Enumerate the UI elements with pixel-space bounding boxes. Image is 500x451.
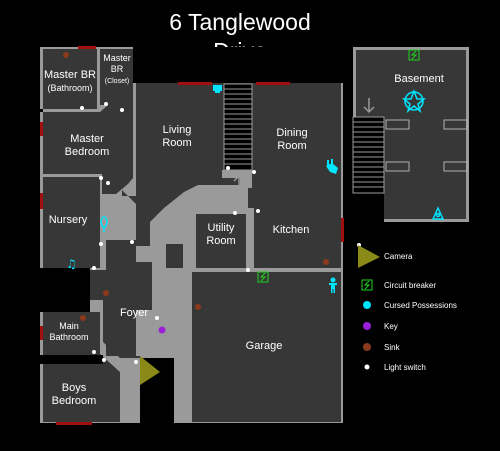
outside-gap-1 bbox=[40, 109, 43, 112]
room-label-main-bathroom: Main bbox=[59, 321, 79, 331]
room-label-kitchen: Kitchen bbox=[273, 224, 310, 236]
outside-gap-5 bbox=[40, 355, 103, 364]
light-switches bbox=[80, 102, 361, 364]
basement-shelves bbox=[385, 119, 468, 172]
hall-lower bbox=[103, 300, 140, 358]
room-label-foyer: Foyer bbox=[120, 307, 148, 319]
ouija-board-icon bbox=[431, 206, 445, 220]
outside-gap-6 bbox=[174, 423, 344, 451]
legend-label: Sink bbox=[384, 343, 401, 352]
sink-icon bbox=[63, 52, 69, 58]
legend-key-icon bbox=[363, 322, 371, 330]
room-label-master-br-closet: Master bbox=[103, 53, 131, 63]
legend-label: Camera bbox=[384, 252, 413, 261]
room-master-bedroom bbox=[43, 105, 133, 194]
legend-label: Light switch bbox=[384, 363, 426, 372]
room-living-room bbox=[122, 83, 240, 246]
room-main-bathroom bbox=[43, 312, 100, 355]
stairs-arrow-icon bbox=[233, 174, 245, 190]
room-label-boys-bedroom: Boys bbox=[62, 382, 87, 394]
room-label-basement: Basement bbox=[394, 73, 444, 85]
legend-light-switch-icon bbox=[364, 364, 370, 370]
room-label-master-br-bathroom: (Bathroom) bbox=[47, 83, 92, 93]
sink-icon bbox=[323, 259, 329, 265]
legend-cursed-possession-icon bbox=[363, 301, 371, 309]
doors bbox=[40, 46, 344, 425]
legend-label: Cursed Possessions bbox=[384, 301, 457, 310]
sink-icon bbox=[195, 304, 201, 310]
room-master-br-bathroom bbox=[43, 49, 97, 109]
room-labels: Master BR(Bathroom)MasterBR(Closet)Maste… bbox=[44, 53, 444, 407]
key-icon bbox=[158, 326, 166, 334]
room-label-dining-room: Dining bbox=[276, 127, 307, 139]
markers: ♫ bbox=[63, 49, 445, 385]
room-master-br-closet bbox=[100, 49, 133, 105]
room-label-living-room: Room bbox=[162, 137, 191, 149]
circuit-breaker-icon bbox=[408, 49, 420, 61]
summoning-circle-icon bbox=[401, 88, 427, 114]
basement bbox=[352, 47, 469, 223]
legend-label: Circuit breaker bbox=[384, 281, 436, 290]
outside-gap-2 bbox=[40, 268, 90, 312]
room-label-living-room: Living bbox=[163, 124, 192, 136]
room-kitchen bbox=[248, 188, 341, 268]
room-label-dining-room: Room bbox=[277, 140, 306, 152]
sink-icon bbox=[103, 290, 109, 296]
room-label-master-br-closet: BR bbox=[111, 64, 124, 74]
svg-text:♫: ♫ bbox=[66, 257, 77, 271]
legend-circuit-breaker-icon bbox=[361, 279, 373, 291]
house-structure bbox=[40, 46, 344, 451]
legend-label: Key bbox=[384, 322, 398, 331]
partition-1 bbox=[184, 244, 192, 422]
room-label-nursery: Nursery bbox=[49, 214, 88, 226]
partition-2 bbox=[166, 268, 192, 272]
camera-icon bbox=[140, 356, 160, 385]
sink-icon bbox=[80, 315, 86, 321]
legend-sink-icon bbox=[363, 343, 371, 351]
legend-camera-icon bbox=[358, 245, 380, 268]
basement-stairs bbox=[352, 116, 385, 194]
main-stairs bbox=[223, 83, 253, 171]
monkey-paw-icon bbox=[326, 159, 338, 174]
room-small-closet bbox=[166, 244, 183, 268]
room-utility-room bbox=[196, 214, 246, 268]
room-label-master-br-bathroom: Master BR bbox=[44, 69, 96, 81]
basement-bottom-cut bbox=[353, 193, 384, 223]
circuit-breaker-icon bbox=[257, 271, 269, 283]
room-dining-room bbox=[252, 83, 341, 188]
outside-gap-4 bbox=[133, 47, 343, 83]
room-garage bbox=[192, 272, 341, 422]
room-label-master-bedroom: Master bbox=[70, 133, 104, 145]
haunted-mirror-icon bbox=[100, 216, 108, 232]
room-label-main-bathroom: Bathroom bbox=[49, 332, 88, 342]
room-label-utility-room: Room bbox=[206, 235, 235, 247]
room-label-utility-room: Utility bbox=[208, 222, 235, 234]
voodoo-doll-icon bbox=[329, 277, 337, 293]
room-label-boys-bedroom: Bedroom bbox=[52, 395, 97, 407]
room-label-master-br-closet: (Closet) bbox=[105, 78, 130, 85]
room-foyer bbox=[90, 240, 152, 356]
tarot-cards-icon bbox=[213, 85, 222, 93]
room-label-master-bedroom: Bedroom bbox=[65, 146, 110, 158]
room-nursery bbox=[43, 177, 100, 268]
room-boys-bedroom bbox=[43, 354, 120, 422]
room-label-garage: Garage bbox=[246, 340, 283, 352]
basement-stairs-arrow-icon bbox=[363, 98, 375, 114]
title-line-1: 6 Tanglewood bbox=[169, 9, 311, 35]
music-box-icon: ♫ bbox=[66, 257, 77, 271]
